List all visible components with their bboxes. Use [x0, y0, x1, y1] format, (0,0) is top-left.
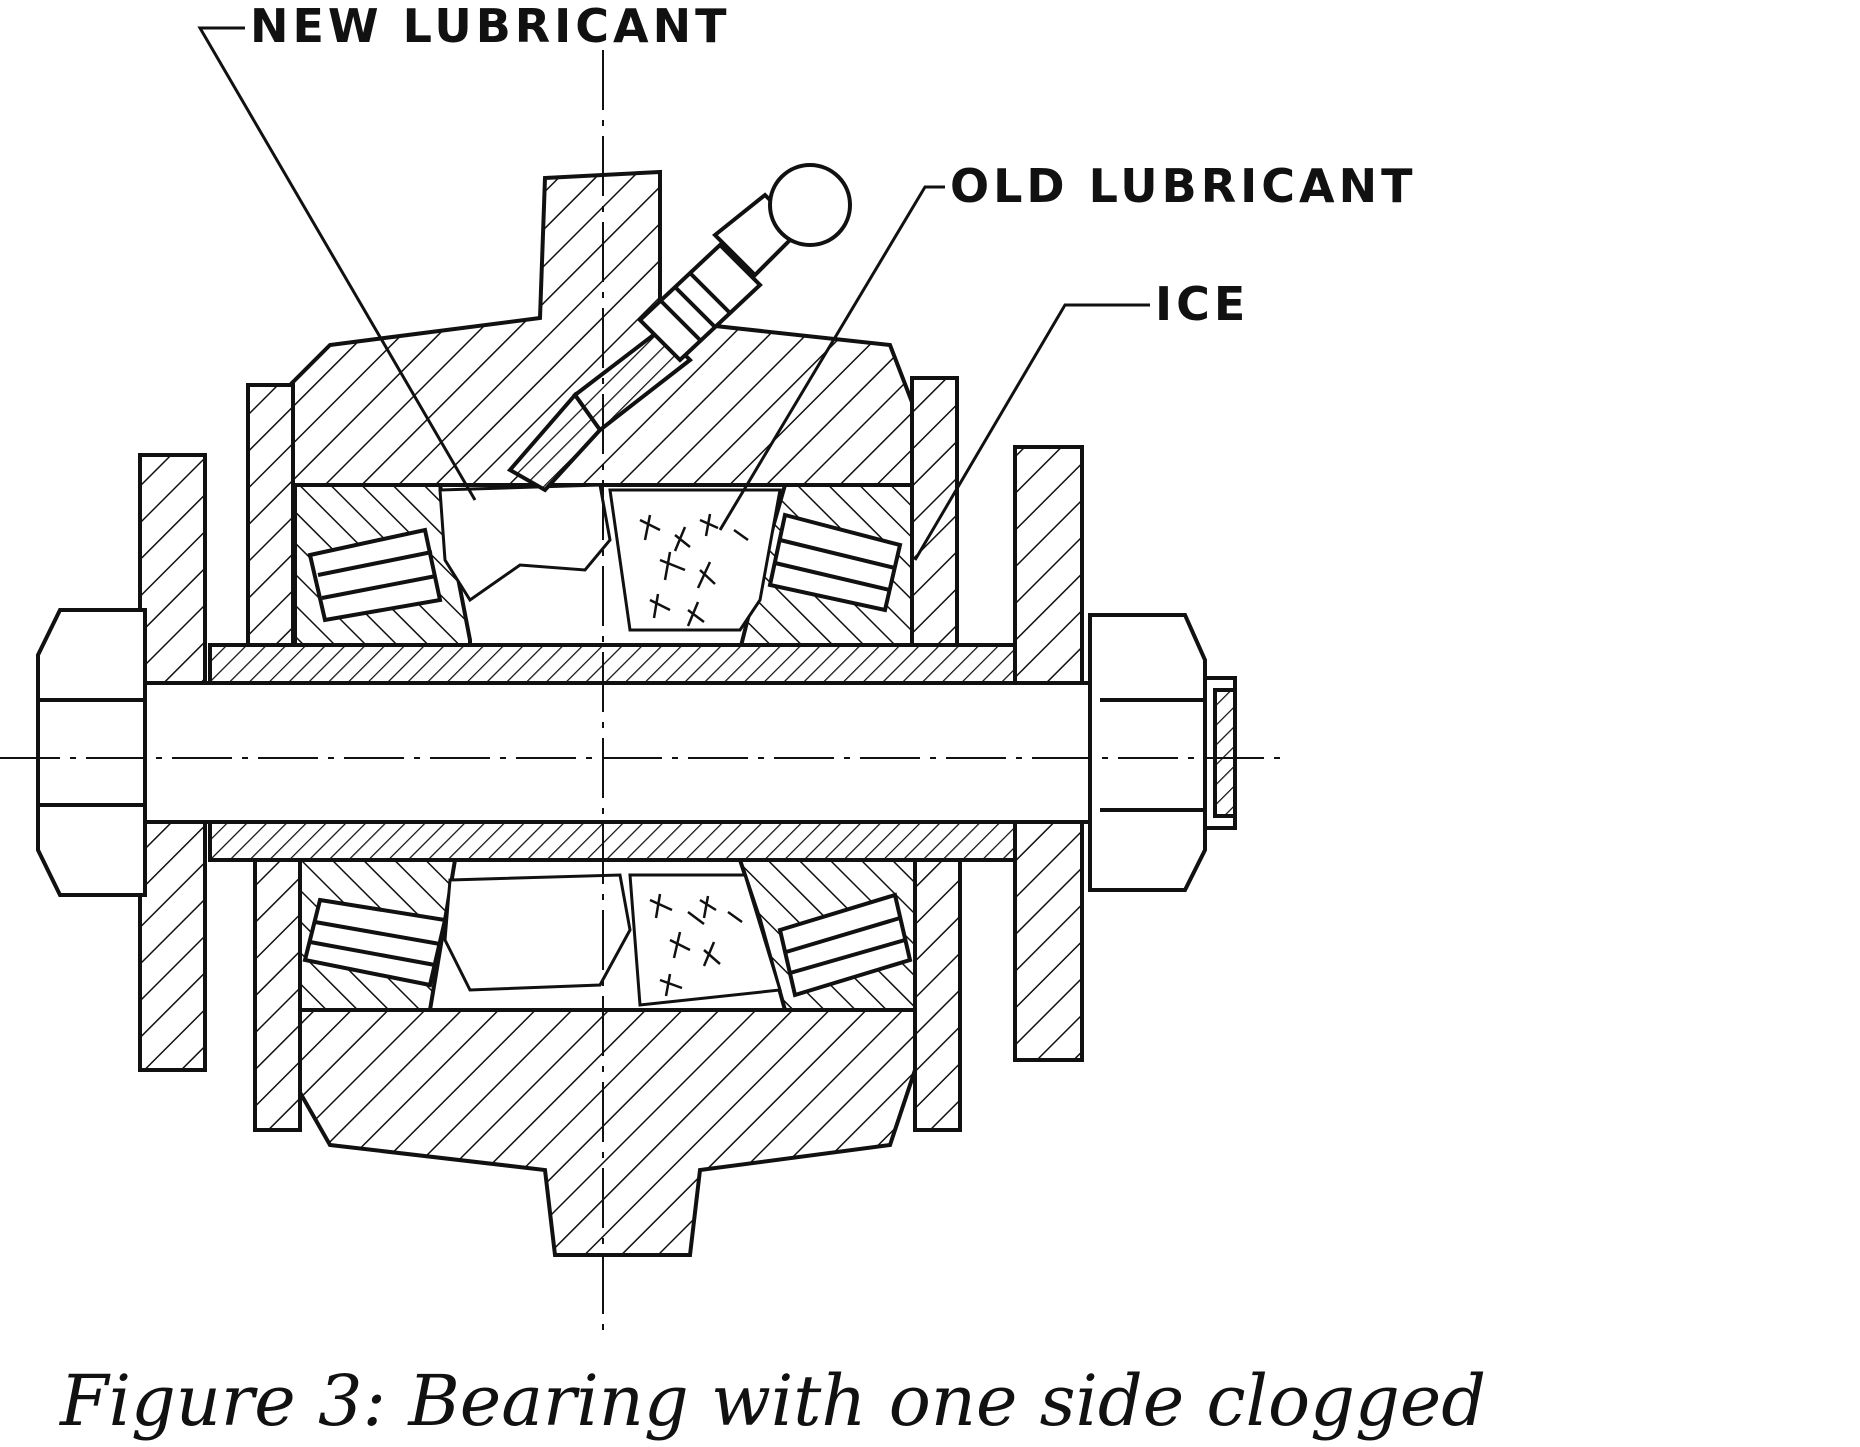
- bolt-head: [36, 608, 147, 897]
- figure-caption: Figure 3: Bearing with one side clogged: [58, 1360, 1486, 1442]
- shaft: [143, 681, 1102, 824]
- ice-label: ICE: [1155, 277, 1249, 331]
- nut: [1088, 613, 1237, 892]
- old-lubricant-texture: [639, 513, 749, 997]
- rollers: [302, 512, 913, 998]
- seals: [246, 376, 962, 1132]
- new-lubricant-label: NEW LUBRICANT: [250, 0, 731, 53]
- centerlines: [0, 50, 1280, 1330]
- leader-lines: [197, 26, 1150, 561]
- sleeve: [208, 643, 1022, 862]
- old-lubricant-label: OLD LUBRICANT: [950, 159, 1416, 213]
